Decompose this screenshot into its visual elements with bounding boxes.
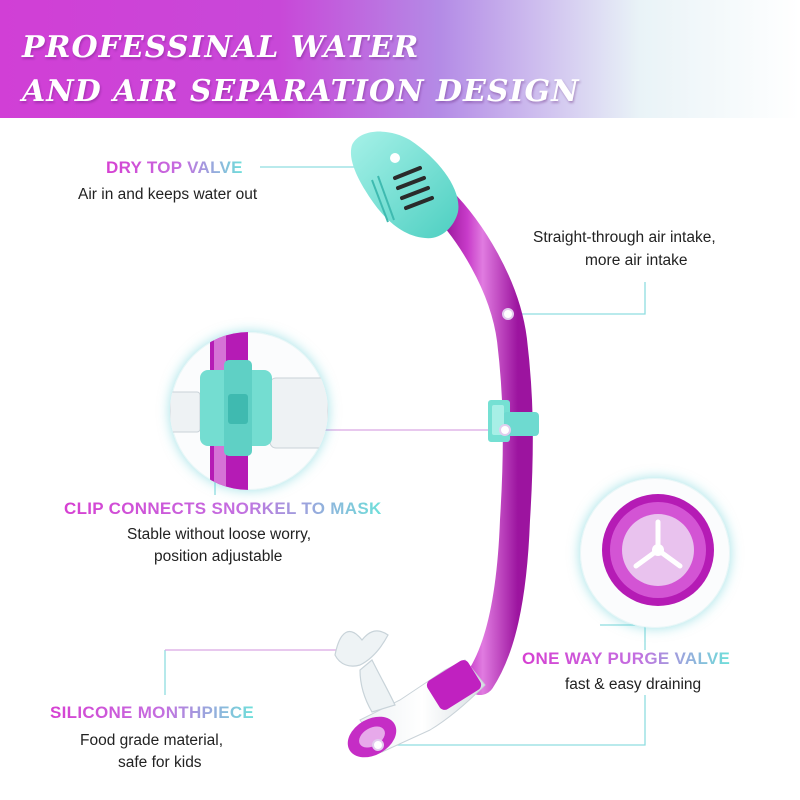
mouthpiece-desc-line2: safe for kids — [118, 754, 202, 771]
header-banner: PROFESSINAL WATER AND AIR SEPARATION DES… — [0, 0, 800, 118]
dry-top-valve-title: DRY TOP VALVE — [106, 158, 243, 177]
clip-desc-line2: position adjustable — [154, 548, 283, 565]
dry-top-valve-desc: Air in and keeps water out — [78, 186, 258, 203]
mouthpiece-desc-line1: Food grade material, — [80, 732, 224, 749]
banner-title-line1: PROFESSINAL WATER — [22, 30, 420, 65]
purge-valve-desc: fast & easy draining — [565, 676, 702, 693]
dry-top-valve — [350, 131, 459, 239]
purge-callout-line — [382, 695, 646, 746]
purge-valve-title: ONE WAY PURGE VALVE — [522, 649, 731, 668]
mouthpiece-title: SILICONE MONTHPIECE — [50, 703, 255, 722]
mouthpiece — [334, 630, 396, 713]
purge-zoom-line — [600, 624, 646, 650]
clip-title: CLIP CONNECTS SNORKEL TO MASK — [64, 499, 382, 518]
purge-valve-zoom-image — [580, 478, 730, 628]
intake-desc-line2: more air intake — [585, 252, 688, 269]
clip-desc-line1: Stable without loose worry, — [127, 526, 312, 543]
clip-zoom-image — [170, 332, 328, 490]
banner-title-line2: AND AIR SEPARATION DESIGN — [22, 74, 580, 109]
clear-lower-section — [347, 659, 486, 758]
intake-desc-line1: Straight-through air intake, — [533, 229, 716, 246]
intake-callout-line — [510, 282, 646, 315]
